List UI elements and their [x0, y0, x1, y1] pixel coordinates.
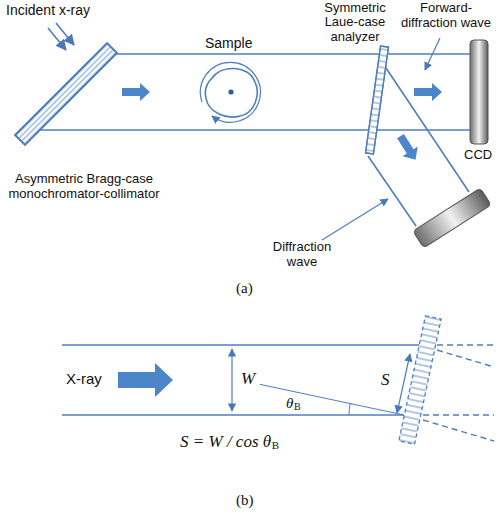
beam-label: Diffraction wave — [262, 240, 342, 269]
beam-line — [62, 344, 419, 346]
panel-a — [15, 23, 491, 248]
incident-beam — [56, 23, 74, 45]
dimension-label: S — [381, 370, 390, 389]
beam-arrow — [393, 131, 423, 164]
panel-label: (a) — [236, 280, 253, 297]
beam-arrow — [122, 83, 150, 101]
formula: S = W / cos θ — [180, 432, 271, 451]
sample-outline — [205, 68, 257, 117]
dashed-beam — [423, 420, 494, 441]
analyzer-crystal — [366, 46, 389, 154]
analyzer-hatch — [366, 46, 389, 154]
sample-axis — [228, 89, 233, 94]
length-arrow — [397, 354, 410, 413]
diffracted-beam-line — [386, 68, 469, 192]
analyzer-crystal — [399, 316, 441, 445]
rotation-arrow — [200, 62, 260, 122]
ccd-detector — [413, 188, 491, 248]
dashed-beam — [423, 414, 494, 415]
dashed-beam — [437, 350, 494, 367]
beam-arrow — [414, 83, 442, 101]
part-label: Symmetric Laue-case analyzer — [311, 1, 399, 44]
ccd-detector — [470, 40, 488, 144]
ccd-body — [413, 188, 491, 248]
beam-arrow — [118, 363, 173, 397]
beam-label: Forward-diffraction wave — [396, 1, 496, 30]
analyzer-body — [366, 46, 389, 154]
angle-label: θ — [286, 395, 293, 412]
part-label: Sample — [205, 36, 252, 52]
outgoing-beams — [423, 345, 494, 441]
beam-label: X-ray — [66, 371, 102, 388]
part-label: CCD — [464, 148, 492, 163]
width-arrow — [231, 349, 232, 411]
beam-line — [62, 414, 404, 416]
angle-arc — [349, 404, 350, 415]
subscript: B — [272, 439, 279, 451]
crystal-hatch — [399, 316, 441, 445]
panel-label: (b) — [236, 492, 254, 509]
panel-b — [62, 316, 494, 445]
subscript: B — [294, 401, 301, 412]
crystal-body — [399, 316, 441, 445]
dimension-label: W — [241, 369, 255, 388]
leader-line — [322, 199, 388, 240]
beam-line — [116, 53, 470, 55]
part-label: Asymmetric Bragg-case monochromator-coll… — [4, 172, 164, 201]
beam-label: Incident x-ray — [6, 3, 90, 19]
dashed-beam — [437, 344, 494, 345]
beam-line — [40, 129, 470, 131]
leader-line — [425, 38, 440, 70]
diffracted-beam-line — [368, 156, 416, 226]
